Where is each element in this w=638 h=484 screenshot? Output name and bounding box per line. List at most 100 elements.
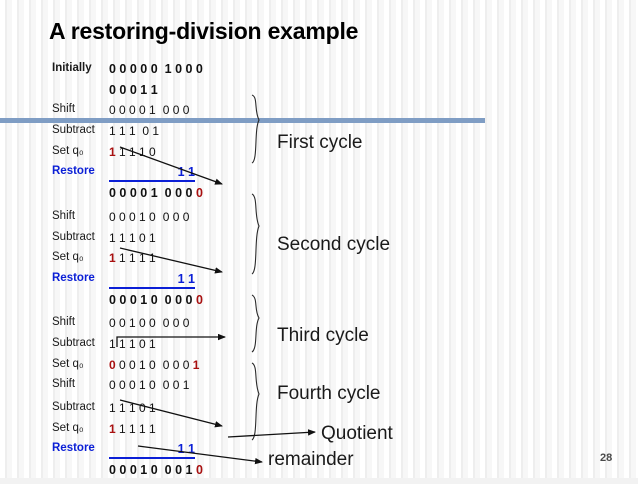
step-bits-quotient: 0 0 0 0	[164, 292, 203, 307]
step-bits-register: 0 0 0 1 0	[109, 209, 156, 224]
step-label: Subtract	[52, 124, 95, 137]
step-bits-register: 1 1 1 1 1	[109, 251, 156, 266]
step-row: Restore 1 1	[52, 165, 292, 186]
step-bits-register: 0 0 0 1 0	[109, 292, 158, 307]
step-label: Subtract	[52, 336, 95, 349]
step-bits-quotient: 0 0 0	[162, 103, 190, 118]
step-bits: 1 1 1 0 1	[109, 337, 156, 351]
step-row: Set q₀ 0 0 0 1 0 0 0 0 1	[52, 358, 292, 379]
page-number: 28	[600, 452, 613, 464]
step-bits: 1 1 1 1 1	[109, 251, 156, 265]
step-bits-register: 1 1 1 1 1	[109, 421, 156, 436]
step-bits: 0 0 0 1 0 0 0 0	[109, 210, 189, 224]
step-bits-register: 1 1 1 0 1	[109, 124, 160, 139]
step-bits-register: 0 0 1 0 0	[109, 316, 156, 331]
highlighted-bit: 0	[109, 357, 116, 372]
step-row: Initially 0 0 0 0 0 1 0 0 0	[52, 62, 292, 83]
step-label: Subtract	[52, 401, 95, 413]
cycle-label-4: Fourth cycle	[277, 383, 381, 404]
step-row: 0 0 0 1 0 0 0 1 0	[52, 463, 292, 484]
highlighted-bit: 1	[192, 357, 200, 372]
step-bits-quotient: 0 0 1 0	[164, 463, 203, 478]
step-bits-register: 1 1 1 1 0	[109, 144, 156, 159]
step-label: Restore	[52, 271, 95, 284]
step-bits: 0 0 0 1 0 0 0 1	[109, 378, 189, 392]
step-row: Set q₀ 1 1 1 1 0	[52, 145, 292, 166]
step-bits-quotient: 0 0 0 1	[162, 357, 200, 372]
step-label: Initially	[52, 62, 92, 74]
step-row: Shift 0 0 0 1 0 0 0 0	[52, 210, 292, 231]
step-row: Subtract 1 1 1 0 1	[52, 337, 292, 358]
cycle-label-1: First cycle	[277, 132, 363, 153]
highlighted-bit: 1	[109, 251, 116, 266]
step-row: 0 0 0 1 0 0 0 0 0	[52, 293, 292, 314]
step-bits-register: 0 0 0 1 0	[109, 357, 156, 372]
step-bits-quotient: 0 0 0	[162, 209, 190, 224]
quotient-annotation: Quotient	[321, 423, 393, 444]
highlighted-bit: 0	[195, 292, 203, 307]
step-bits: 0 0 0 0 1 0 0 0	[109, 103, 189, 117]
step-bits-register: 0 0 0 1 0	[109, 378, 156, 393]
step-bits-register: 0 0 0 0 1	[109, 103, 156, 118]
cycle-label-2: Second cycle	[277, 234, 391, 255]
step-bits-quotient: 0 0 0	[162, 316, 190, 331]
step-bits-register: 1 1 1 0 1	[109, 230, 156, 245]
step-row: 0 0 0 1 1	[52, 83, 292, 104]
step-bits-quotient: 0 0 0 0	[164, 186, 203, 201]
step-row: Subtract 1 1 1 0 1	[52, 401, 292, 422]
step-row: Restore 1 1	[52, 442, 292, 463]
step-row: Shift 0 0 0 1 0 0 0 1	[52, 378, 292, 399]
restore-value: 1 1	[109, 442, 195, 460]
step-bits-register: 1 1 1 0 1	[109, 336, 156, 351]
step-label: Shift	[52, 378, 76, 391]
step-bits-register: 0 0 0 1 0	[109, 463, 158, 478]
step-bits: 0 0 1 0 0 0 0 0	[109, 316, 189, 330]
step-row: Subtract 1 1 1 0 1	[52, 231, 292, 252]
step-row: Set q₀ 1 1 1 1 1	[52, 251, 292, 272]
step-bits: 1 1 1 1 1	[109, 422, 156, 436]
step-bits-register: 0 0 0 0 1	[109, 186, 158, 201]
step-bits: 0 0 0 1 1	[109, 83, 158, 97]
step-row: Subtract 1 1 1 0 1	[52, 124, 292, 145]
step-bits-quotient: 0 0 1	[162, 378, 190, 393]
step-label: Shift	[52, 103, 76, 116]
step-bits-register: 0 0 0 1 1	[109, 82, 158, 97]
step-bits-register: 0 0 0 0 0	[109, 62, 158, 76]
step-label: Restore	[52, 165, 95, 178]
step-bits: 0 0 0 1 0 0 0 1 0	[109, 463, 203, 477]
accent-bar	[0, 118, 485, 123]
step-row: Restore 1 1	[52, 272, 292, 293]
step-label: Set q₀	[52, 357, 84, 370]
step-label: Shift	[52, 316, 76, 329]
step-bits: 1 1 1 0 1	[109, 124, 159, 138]
step-bits: 0 0 0 1 0 0 0 0 1	[109, 358, 199, 372]
step-label: Subtract	[52, 230, 95, 243]
step-label: Set q₀	[52, 144, 84, 157]
restore-value: 1 1	[109, 272, 195, 289]
step-row: Shift 0 0 0 0 1 0 0 0	[52, 103, 292, 124]
step-row: 0 0 0 0 1 0 0 0 0	[52, 186, 292, 207]
page-title: A restoring-division example	[49, 18, 359, 44]
step-bits: 1 1 1 0 1	[109, 401, 156, 415]
step-bits: 0 0 0 0 0 1 0 0 0	[109, 62, 203, 76]
remainder-annotation: remainder	[268, 449, 354, 470]
step-label: Set q₀	[52, 251, 84, 264]
restore-value: 1 1	[109, 165, 195, 183]
highlighted-bit: 1	[109, 421, 116, 436]
highlighted-bit: 0	[195, 463, 203, 478]
highlighted-bit: 1	[109, 144, 116, 159]
step-label: Restore	[52, 442, 95, 455]
step-bits-quotient: 1 0 0 0	[164, 62, 203, 76]
cycle-label-3: Third cycle	[277, 325, 369, 346]
step-row: Set q₀ 1 1 1 1 1	[52, 422, 292, 443]
step-bits: 0 0 0 1 0 0 0 0 0	[109, 293, 203, 307]
step-bits: 0 0 0 0 1 0 0 0 0	[109, 186, 203, 200]
step-row: Shift 0 0 1 0 0 0 0 0	[52, 316, 292, 337]
step-bits: 1 1 1 1 0	[109, 145, 156, 159]
step-label: Shift	[52, 209, 76, 222]
step-bits-register: 1 1 1 0 1	[109, 401, 156, 415]
step-label: Set q₀	[52, 421, 84, 434]
highlighted-bit: 0	[195, 186, 203, 201]
